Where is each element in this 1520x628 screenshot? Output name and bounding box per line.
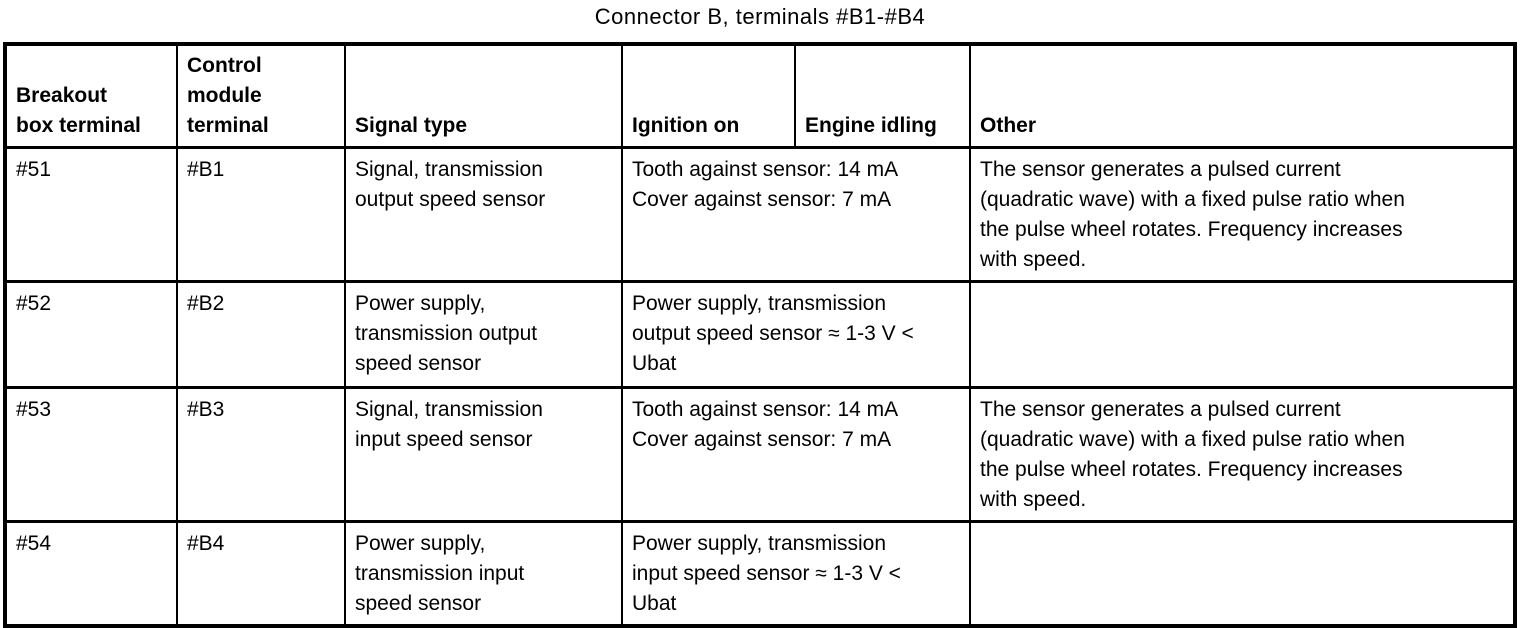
cell-breakout-terminal: #52 xyxy=(4,279,178,389)
connector-b-terminal-table: Breakout box terminal Control module ter… xyxy=(3,42,1517,628)
cell-other xyxy=(969,279,1516,389)
cell-control-module-terminal: #B2 xyxy=(176,279,346,389)
cell-breakout-terminal: #54 xyxy=(4,519,178,627)
cell-other: The sensor generates a pulsed current (q… xyxy=(969,385,1516,523)
cell-breakout-terminal: #53 xyxy=(4,385,178,523)
column-header-other: Other xyxy=(969,42,1516,149)
cell-measurement: Power supply, transmission input speed s… xyxy=(621,519,971,627)
column-header-ignition-on: Ignition on xyxy=(621,42,796,149)
cell-control-module-terminal: #B4 xyxy=(176,519,346,627)
page-title: Connector B, terminals #B1-#B4 xyxy=(594,4,926,29)
cell-signal-type: Power supply, transmission output speed … xyxy=(344,279,623,389)
cell-measurement: Tooth against sensor: 14 mA Cover agains… xyxy=(621,385,971,523)
table-row: #52 #B2 Power supply, transmission outpu… xyxy=(4,279,1516,389)
cell-measurement: Power supply, transmission output speed … xyxy=(621,279,971,389)
column-header-breakout-box-terminal: Breakout box terminal xyxy=(4,42,178,149)
cell-signal-type: Power supply, transmission input speed s… xyxy=(344,519,623,627)
table-row: #54 #B4 Power supply, transmission input… xyxy=(4,519,1516,627)
column-header-signal-type: Signal type xyxy=(344,42,623,149)
table-row: #51 #B1 Signal, transmission output spee… xyxy=(4,145,1516,283)
cell-signal-type: Signal, transmission input speed sensor xyxy=(344,385,623,523)
column-header-engine-idling: Engine idling xyxy=(794,42,971,149)
cell-breakout-terminal: #51 xyxy=(4,145,178,283)
cell-other: The sensor generates a pulsed current (q… xyxy=(969,145,1516,283)
cell-measurement: Tooth against sensor: 14 mA Cover agains… xyxy=(621,145,971,283)
cell-signal-type: Signal, transmission output speed sensor xyxy=(344,145,623,283)
table-header-row: Breakout box terminal Control module ter… xyxy=(4,42,1516,149)
cell-control-module-terminal: #B3 xyxy=(176,385,346,523)
cell-other xyxy=(969,519,1516,627)
table-row: #53 #B3 Signal, transmission input speed… xyxy=(4,385,1516,523)
column-header-control-module-terminal: Control module terminal xyxy=(176,42,346,149)
cell-control-module-terminal: #B1 xyxy=(176,145,346,283)
